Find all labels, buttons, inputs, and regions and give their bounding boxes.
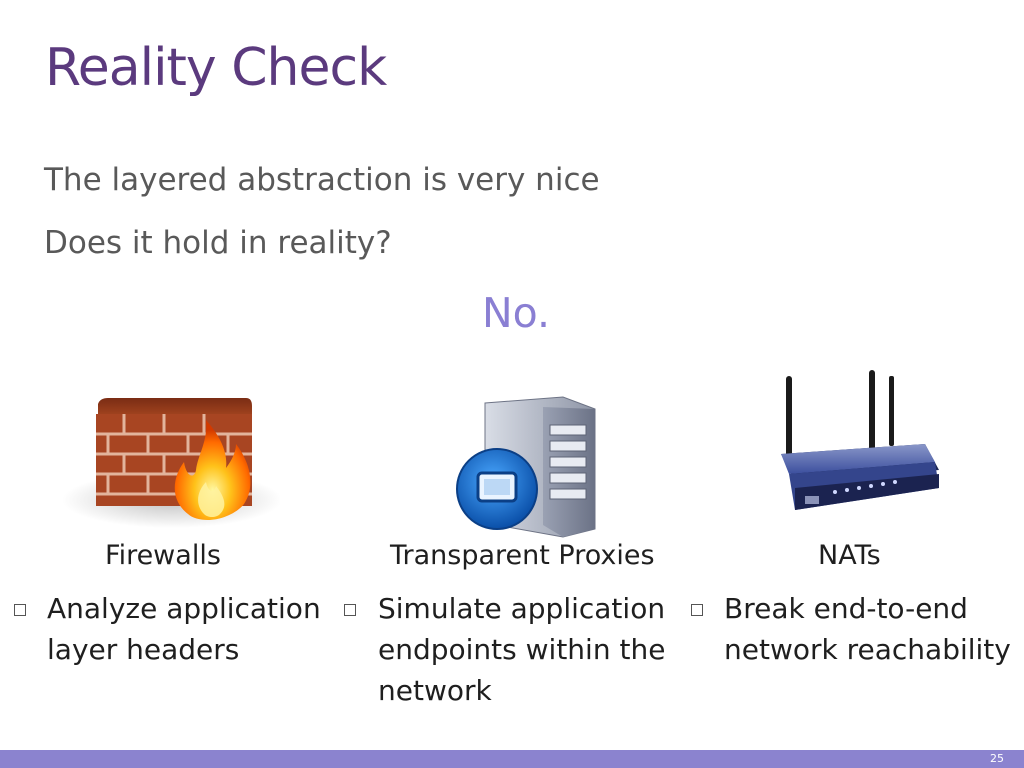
bullet-firewalls: Analyze application layer headers bbox=[47, 588, 337, 670]
caption-nats: NATs bbox=[818, 540, 881, 571]
bullet-nats: Break end-to-end network reachability bbox=[724, 588, 1019, 670]
caption-transparent-proxies: Transparent Proxies bbox=[390, 540, 655, 571]
text-line-2: Does it hold in reality? bbox=[44, 225, 392, 261]
firewall-icon bbox=[60, 390, 282, 530]
bullet-marker bbox=[344, 604, 356, 616]
caption-firewalls: Firewalls bbox=[105, 540, 221, 571]
router-icon bbox=[775, 370, 940, 520]
bullet-line: layer headers bbox=[47, 633, 240, 666]
bullet-line: endpoints within the bbox=[378, 633, 666, 666]
bullet-line: network bbox=[378, 674, 492, 707]
bullet-line: Break end-to-end bbox=[724, 592, 968, 625]
bullet-marker bbox=[691, 604, 703, 616]
bullet-proxies: Simulate application endpoints within th… bbox=[378, 588, 678, 711]
answer-text: No. bbox=[482, 289, 551, 337]
text-line-1: The layered abstraction is very nice bbox=[44, 162, 600, 198]
page-number: 25 bbox=[990, 752, 1004, 765]
bullet-line: network reachability bbox=[724, 633, 1011, 666]
bullet-marker bbox=[14, 604, 26, 616]
bullet-line: Analyze application bbox=[47, 592, 321, 625]
footer-bar: 25 bbox=[0, 750, 1024, 768]
slide-title: Reality Check bbox=[45, 38, 387, 98]
bullet-line: Simulate application bbox=[378, 592, 666, 625]
server-icon bbox=[455, 393, 605, 538]
